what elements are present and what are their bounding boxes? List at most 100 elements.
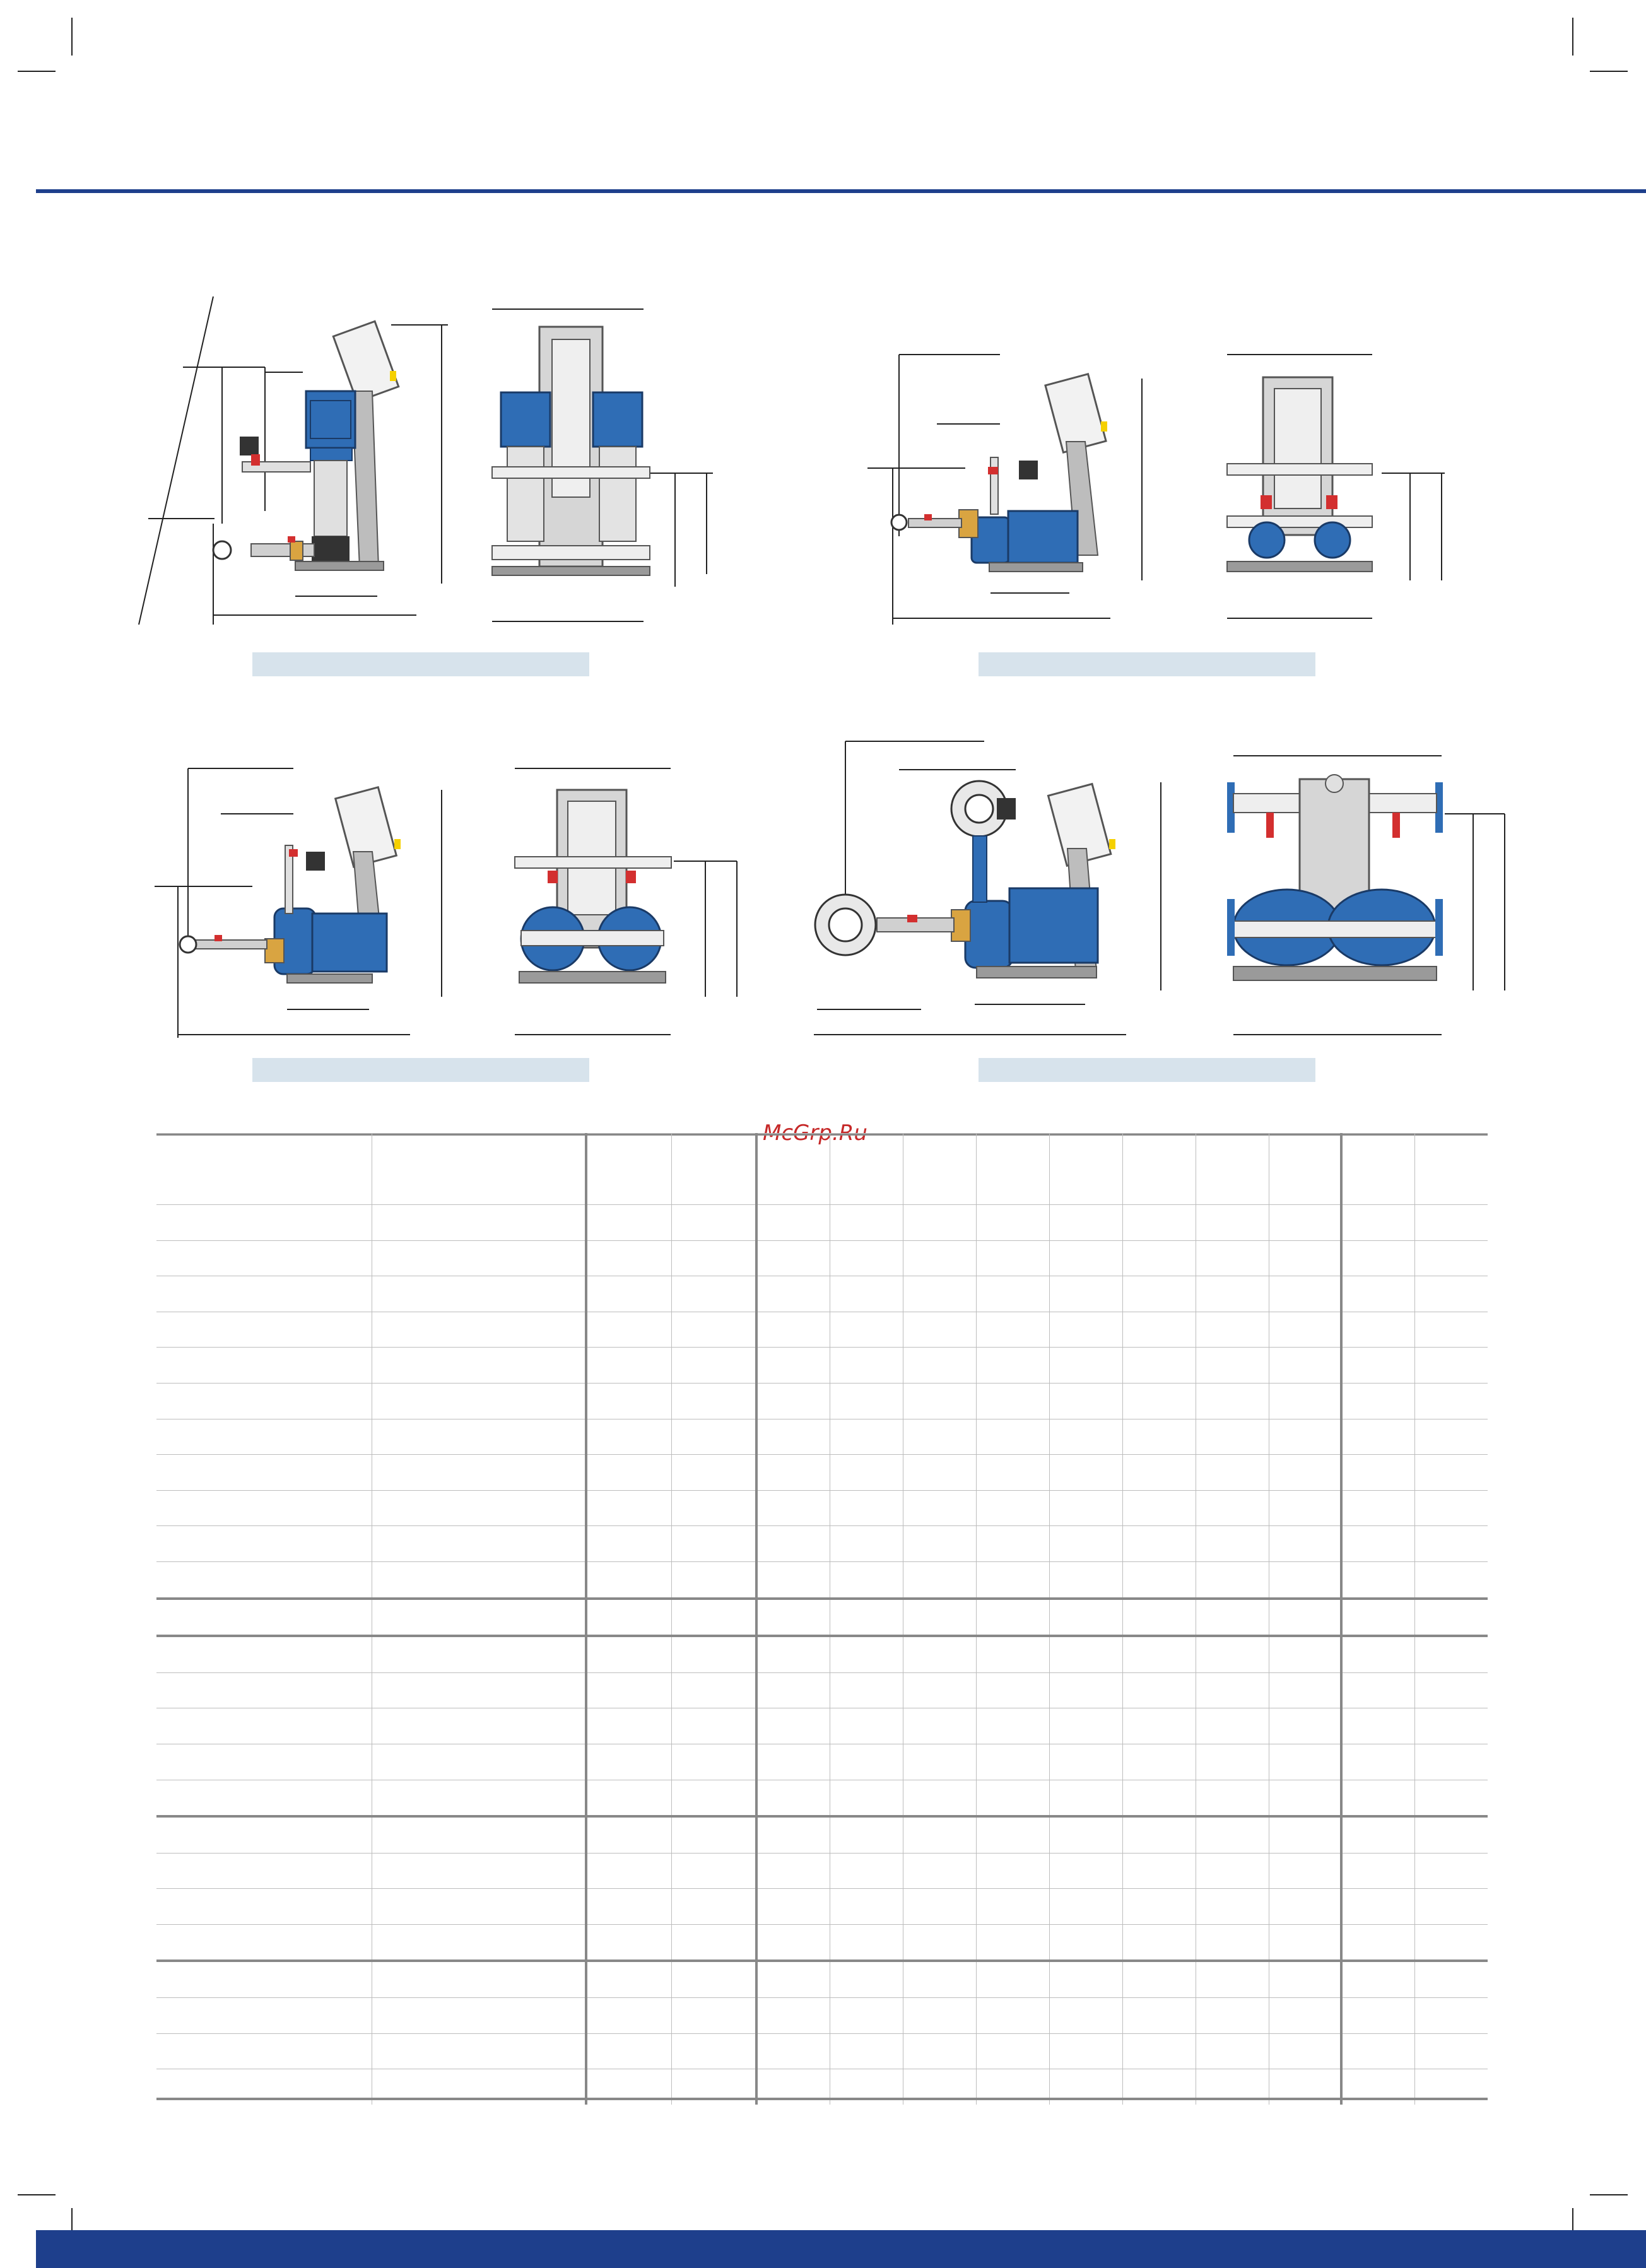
table-cell (1049, 1960, 1122, 1998)
table-row (156, 1852, 1488, 1889)
table-cell (975, 1489, 1049, 1526)
figure-caption (979, 1058, 1315, 1082)
pump-side-view-icon (148, 320, 448, 625)
table-row (156, 1347, 1488, 1384)
table-cell (1122, 1204, 1196, 1241)
table-cell (1340, 1815, 1414, 1854)
table-cell (1049, 1347, 1122, 1384)
table-cell (902, 2033, 976, 2069)
table-cell (1195, 1347, 1269, 1384)
table-cell (902, 1347, 976, 1384)
table-cell (1340, 1418, 1414, 1455)
table-cell (755, 1888, 830, 1925)
table-cell (156, 1382, 372, 1419)
table-cell (585, 1489, 671, 1526)
table-cell (902, 1204, 976, 1241)
table-cell (1122, 1635, 1196, 1673)
table-cell (1414, 1888, 1488, 1925)
table-cell (1414, 1635, 1488, 1673)
table-cell (1268, 1779, 1341, 1817)
table-cell (371, 1743, 586, 1780)
table-cell (755, 1204, 830, 1241)
table-cell (755, 1525, 830, 1562)
table-cell (371, 1311, 586, 1348)
table-cell (829, 1525, 903, 1562)
table-row (156, 1525, 1488, 1562)
crop-mark (1590, 71, 1628, 72)
table-cell (975, 1779, 1049, 1817)
table-cell (585, 1240, 671, 1276)
table-cell (975, 1561, 1049, 1599)
table-cell (1195, 1888, 1269, 1925)
table-cell (1414, 1311, 1488, 1348)
table-cell (1268, 2033, 1341, 2069)
table-cell (671, 1240, 756, 1276)
table-cell (1122, 1997, 1196, 2034)
table-cell (156, 1708, 372, 1744)
table-cell (829, 1779, 903, 1817)
table-cell (1195, 1924, 1269, 1961)
table-cell (975, 1997, 1049, 2034)
table-cell (1414, 1276, 1488, 1312)
table-cell (829, 1743, 903, 1780)
table-row (156, 1708, 1488, 1744)
table-cell (975, 2033, 1049, 2069)
table-row (156, 1635, 1488, 1673)
table-cell (1414, 1240, 1488, 1276)
table-row (156, 1997, 1488, 2034)
table-cell (755, 2033, 830, 2069)
table-cell (671, 1924, 756, 1961)
table-cell (1268, 1852, 1341, 1889)
table-cell (1340, 1382, 1414, 1419)
table-cell (829, 1708, 903, 1744)
table-header-row (156, 1133, 1488, 1205)
table-cell (1268, 1347, 1341, 1384)
table-cell (1122, 1276, 1196, 1312)
table-cell (1414, 1997, 1488, 2034)
table-cell (1195, 1852, 1269, 1889)
table-cell (902, 1635, 976, 1673)
table-row (156, 1454, 1488, 1491)
table-cell (1122, 1561, 1196, 1599)
table-cell (755, 1960, 830, 1998)
table-cell (1049, 1525, 1122, 1562)
table-cell (755, 1743, 830, 1780)
table-cell (371, 2033, 586, 2069)
table-cell (902, 1133, 976, 1205)
table-cell (371, 1204, 586, 1241)
table-cell (1122, 1418, 1196, 1455)
table-cell (1122, 2033, 1196, 2069)
table-cell (671, 1418, 756, 1455)
table-cell (902, 1489, 976, 1526)
table-cell (1340, 1779, 1414, 1817)
table-cell (1049, 1561, 1122, 1599)
table-cell (585, 1525, 671, 1562)
table-cell (585, 1635, 671, 1673)
table-cell (1414, 1133, 1488, 1205)
table-cell (1340, 1489, 1414, 1526)
table-cell (975, 1311, 1049, 1348)
table-row (156, 1888, 1488, 1925)
table-cell (1195, 1672, 1269, 1708)
table-cell (156, 1347, 372, 1384)
pump-front-view-icon (514, 768, 738, 1035)
table-cell (902, 1240, 976, 1276)
header-rule (36, 189, 1646, 193)
table-cell (371, 1924, 586, 1961)
table-cell (156, 1635, 372, 1673)
table-cell (1195, 1960, 1269, 1998)
table-cell (1414, 2033, 1488, 2069)
table-cell (671, 1635, 756, 1673)
table-cell (1122, 1133, 1196, 1205)
table-cell (1268, 1454, 1341, 1491)
table-cell (1049, 1888, 1122, 1925)
table-cell (1195, 1997, 1269, 2034)
table-row (156, 2033, 1488, 2069)
table-cell (755, 1708, 830, 1744)
table-cell (585, 1454, 671, 1491)
table-cell (1340, 1347, 1414, 1384)
table-cell (829, 1454, 903, 1491)
table-cell (1195, 1561, 1269, 1599)
table-cell (585, 1997, 671, 2034)
table-cell (1268, 1489, 1341, 1526)
